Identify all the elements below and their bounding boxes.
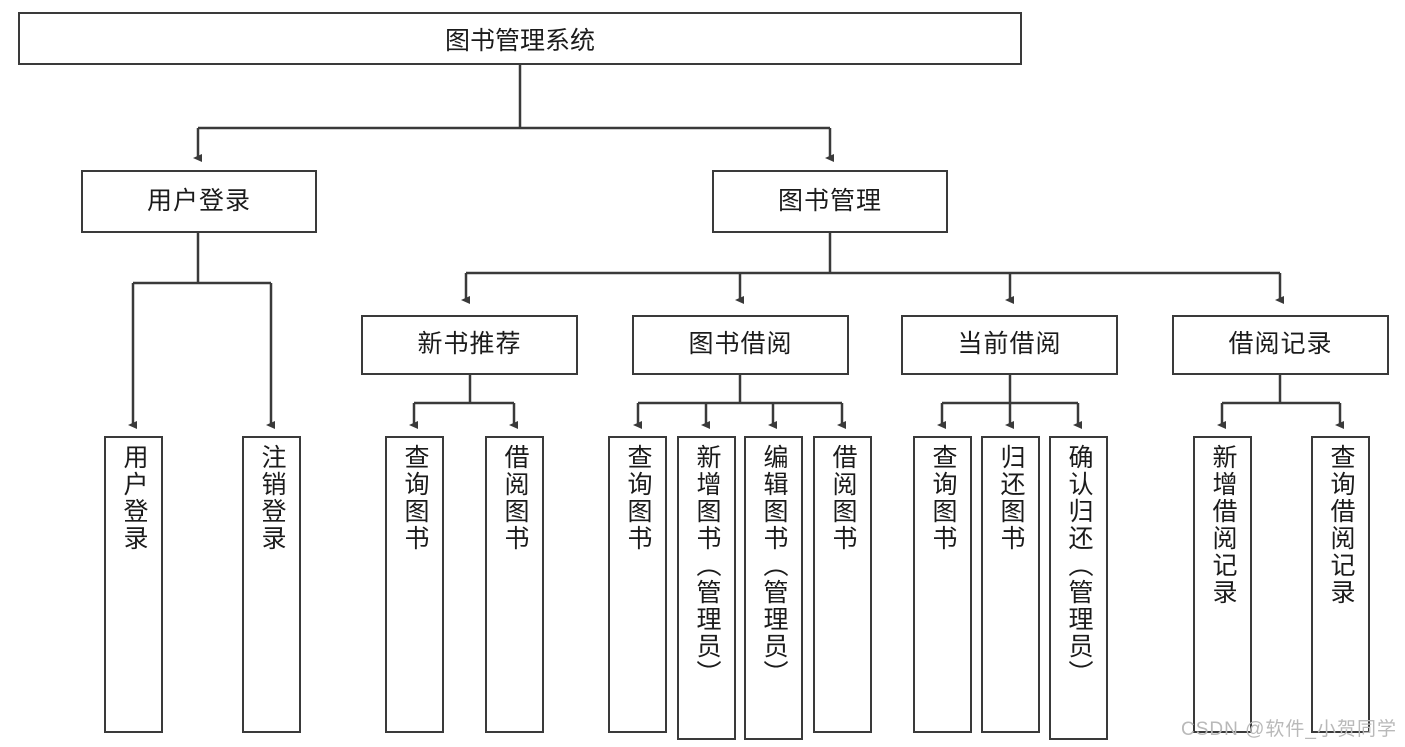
node-label: 查询图书: [624, 444, 652, 552]
node-label: 新增图书（管理员）: [693, 444, 721, 687]
node-borrowing-records[interactable]: 借阅记录: [1172, 315, 1389, 375]
node-label: 用户登录: [120, 444, 148, 552]
leaf-logout[interactable]: 注销登录: [242, 436, 301, 733]
node-label: 编辑图书（管理员）: [760, 444, 788, 687]
leaf-edit-book-admin[interactable]: 编辑图书（管理员）: [744, 436, 803, 740]
leaf-query-books-borrowing[interactable]: 查询图书: [608, 436, 667, 733]
leaf-query-borrowing-record[interactable]: 查询借阅记录: [1311, 436, 1370, 733]
leaf-borrow-books[interactable]: 借阅图书: [813, 436, 872, 733]
node-root-book-management-system[interactable]: 图书管理系统: [18, 12, 1022, 65]
node-label: 图书管理系统: [444, 26, 595, 55]
node-user-login[interactable]: 用户登录: [81, 170, 317, 233]
node-label: 归还图书: [997, 444, 1025, 552]
leaf-return-books[interactable]: 归还图书: [981, 436, 1040, 733]
node-new-book-recommendation[interactable]: 新书推荐: [361, 315, 578, 375]
node-label: 图书管理: [777, 186, 882, 215]
leaf-borrow-books-recommendation[interactable]: 借阅图书: [485, 436, 544, 733]
node-label: 新书推荐: [417, 330, 522, 359]
node-label: 查询图书: [401, 444, 429, 552]
leaf-add-borrowing-record[interactable]: 新增借阅记录: [1193, 436, 1252, 733]
node-label: 注销登录: [258, 444, 286, 552]
node-label: 当前借阅: [957, 330, 1062, 359]
node-label: 图书借阅: [688, 330, 793, 359]
leaf-add-book-admin[interactable]: 新增图书（管理员）: [677, 436, 736, 740]
node-label: 查询借阅记录: [1327, 444, 1355, 606]
node-current-borrowing[interactable]: 当前借阅: [901, 315, 1118, 375]
leaf-confirm-return-admin[interactable]: 确认归还（管理员）: [1049, 436, 1108, 740]
leaf-user-login[interactable]: 用户登录: [104, 436, 163, 733]
node-label: 用户登录: [146, 186, 251, 215]
node-label: 借阅图书: [829, 444, 857, 552]
watermark-text: CSDN @软件_小贺同学: [1181, 719, 1397, 740]
node-book-borrowing[interactable]: 图书借阅: [632, 315, 849, 375]
node-label: 确认归还（管理员）: [1065, 444, 1093, 687]
node-label: 借阅图书: [501, 444, 529, 552]
node-book-management[interactable]: 图书管理: [712, 170, 948, 233]
leaf-query-books-current[interactable]: 查询图书: [913, 436, 972, 733]
node-label: 查询图书: [929, 444, 957, 552]
leaf-query-books-recommendation[interactable]: 查询图书: [385, 436, 444, 733]
node-label: 新增借阅记录: [1209, 444, 1237, 606]
node-label: 借阅记录: [1228, 330, 1333, 359]
